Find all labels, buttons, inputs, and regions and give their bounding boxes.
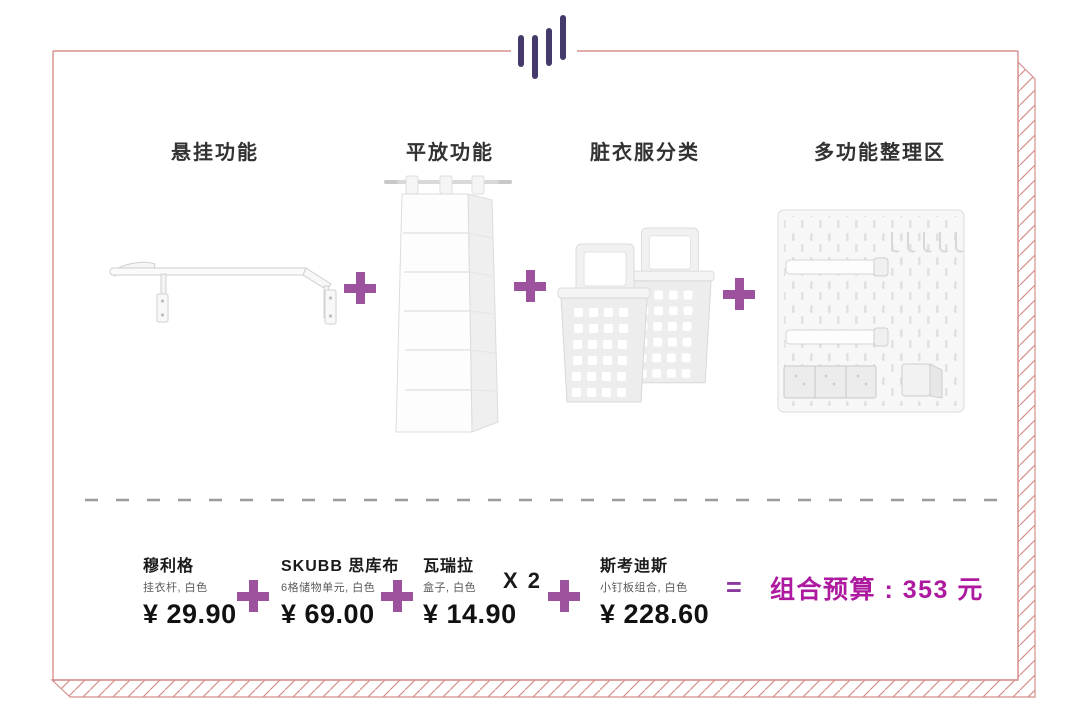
hanging-organizer-product-image [384, 175, 512, 433]
column-header-hanging: 悬挂功能 [171, 142, 259, 164]
plus-icon [548, 580, 580, 612]
plus-icon [514, 270, 546, 302]
pulse-bars-logo-icon [518, 15, 566, 79]
total-budget-label: 组合预算 : 353 元 [770, 576, 984, 604]
price-item-mulig: 穆利格 挂衣杆, 白色 ¥ 29.90 [143, 552, 237, 630]
product-desc: 盒子, 白色 [423, 582, 477, 594]
product-desc: 挂衣杆, 白色 [143, 582, 208, 594]
product-price: ¥ 14.90 [423, 599, 517, 629]
column-header-multizone: 多功能整理区 [814, 142, 946, 164]
product-name: 斯考迪斯 [600, 558, 669, 575]
plus-icon [723, 278, 755, 310]
pegboard-product-image [777, 209, 965, 413]
clothes-rail-product-image [109, 261, 337, 325]
plus-icon [237, 580, 269, 612]
price-item-variera: 瓦瑞拉 盒子, 白色 ¥ 14.90 [423, 552, 517, 630]
product-desc: 小钉板组合, 白色 [600, 582, 688, 594]
price-item-skadis: 斯考迪斯 小钉板组合, 白色 ¥ 228.60 [600, 552, 709, 630]
product-price: ¥ 228.60 [600, 599, 710, 629]
quantity-label: X 2 [503, 568, 543, 593]
product-name: 穆利格 [143, 558, 195, 575]
column-header-laundry: 脏衣服分类 [590, 142, 700, 164]
plus-icon [381, 580, 413, 612]
product-name: 瓦瑞拉 [423, 558, 475, 575]
plus-icon [344, 272, 376, 304]
product-desc: 6格储物单元, 白色 [281, 582, 376, 594]
product-price: ¥ 29.90 [143, 599, 237, 629]
product-name: SKUBB 思库布 [281, 558, 400, 575]
product-price: ¥ 69.00 [281, 599, 375, 629]
equals-sign: = [726, 572, 742, 602]
price-item-skubb: SKUBB 思库布 6格储物单元, 白色 ¥ 69.00 [281, 552, 399, 630]
column-header-flat: 平放功能 [406, 142, 494, 164]
